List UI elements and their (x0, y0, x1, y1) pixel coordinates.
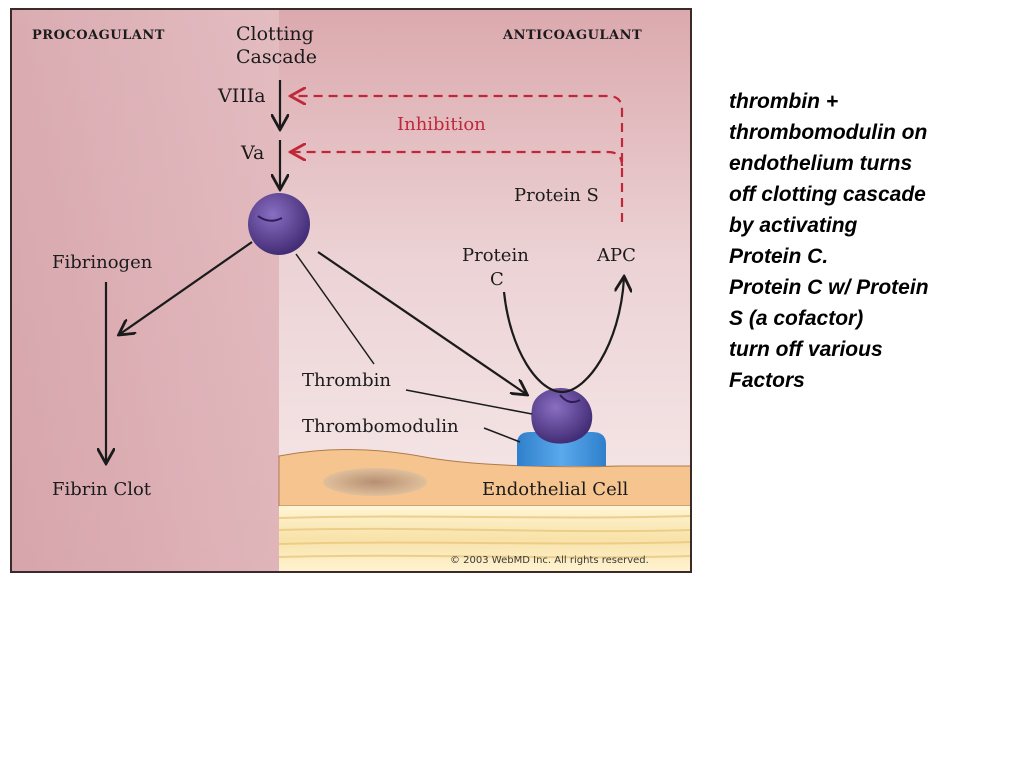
clotting-cascade-label-line1: Clotting (236, 23, 314, 45)
anticoagulant-header: ANTICOAGULANT (502, 28, 642, 43)
caption-line: Protein C w/ Protein (729, 276, 929, 299)
procoagulant-strip (11, 9, 279, 572)
inhibition-label: Inhibition (397, 114, 486, 135)
protein-s-label: Protein S (514, 185, 599, 206)
factor-va-label: Va (240, 142, 264, 164)
caption-line: Factors (729, 369, 805, 392)
thrombin-to-thrombomodulin-arrow (317, 251, 526, 394)
endothelial-nucleus (323, 468, 427, 496)
thrombin-label: Thrombin (302, 370, 391, 391)
copyright-notice: © 2003 WebMD Inc. All rights reserved. (450, 555, 649, 566)
protein-c-label-line1: Protein (462, 245, 529, 266)
thrombomodulin-receptor (517, 432, 606, 466)
protein-c-label-line2: C (490, 269, 504, 290)
thrombomodulin-label-leader (483, 427, 521, 443)
bound-thrombin-cleft (559, 394, 581, 404)
thrombomodulin-label: Thrombomodulin (302, 416, 459, 437)
factor-viiia-label: VIIIa (217, 85, 266, 107)
thrombin-to-fibrinogen-arrow (120, 241, 253, 334)
caption-line: off clotting cascade (729, 183, 926, 206)
caption-line: Protein C. (729, 245, 829, 268)
protein-c-to-apc-arrow (502, 278, 624, 394)
endothelial-cell-label: Endothelial Cell (482, 479, 628, 500)
apc-label: APC (596, 245, 636, 266)
thrombin-icon (248, 193, 310, 255)
caption-line: turn off various (729, 338, 883, 361)
thrombin-label-leader (405, 389, 533, 415)
thrombin-leader-line (295, 253, 375, 365)
fibrin-clot-label: Fibrin Clot (52, 479, 152, 500)
caption-line: thrombomodulin on (729, 121, 928, 144)
caption-line: S (a cofactor) (729, 307, 864, 330)
thrombin-cleft (257, 215, 283, 222)
inhibition-path-va (292, 152, 624, 167)
fibrinogen-label: Fibrinogen (52, 252, 153, 273)
caption-text: thrombin + thrombomodulin on endothelium… (729, 86, 1014, 396)
caption-line: thrombin + (729, 90, 839, 113)
figure-frame (10, 8, 692, 573)
membrane-stripes (278, 515, 692, 559)
procoagulant-header: PROCOAGULANT (32, 28, 165, 43)
caption-line: by activating (729, 214, 858, 237)
caption-line: endothelium turns (729, 152, 913, 175)
inhibition-path-viiia (292, 96, 624, 222)
clotting-cascade-label-line2: Cascade (236, 46, 317, 68)
